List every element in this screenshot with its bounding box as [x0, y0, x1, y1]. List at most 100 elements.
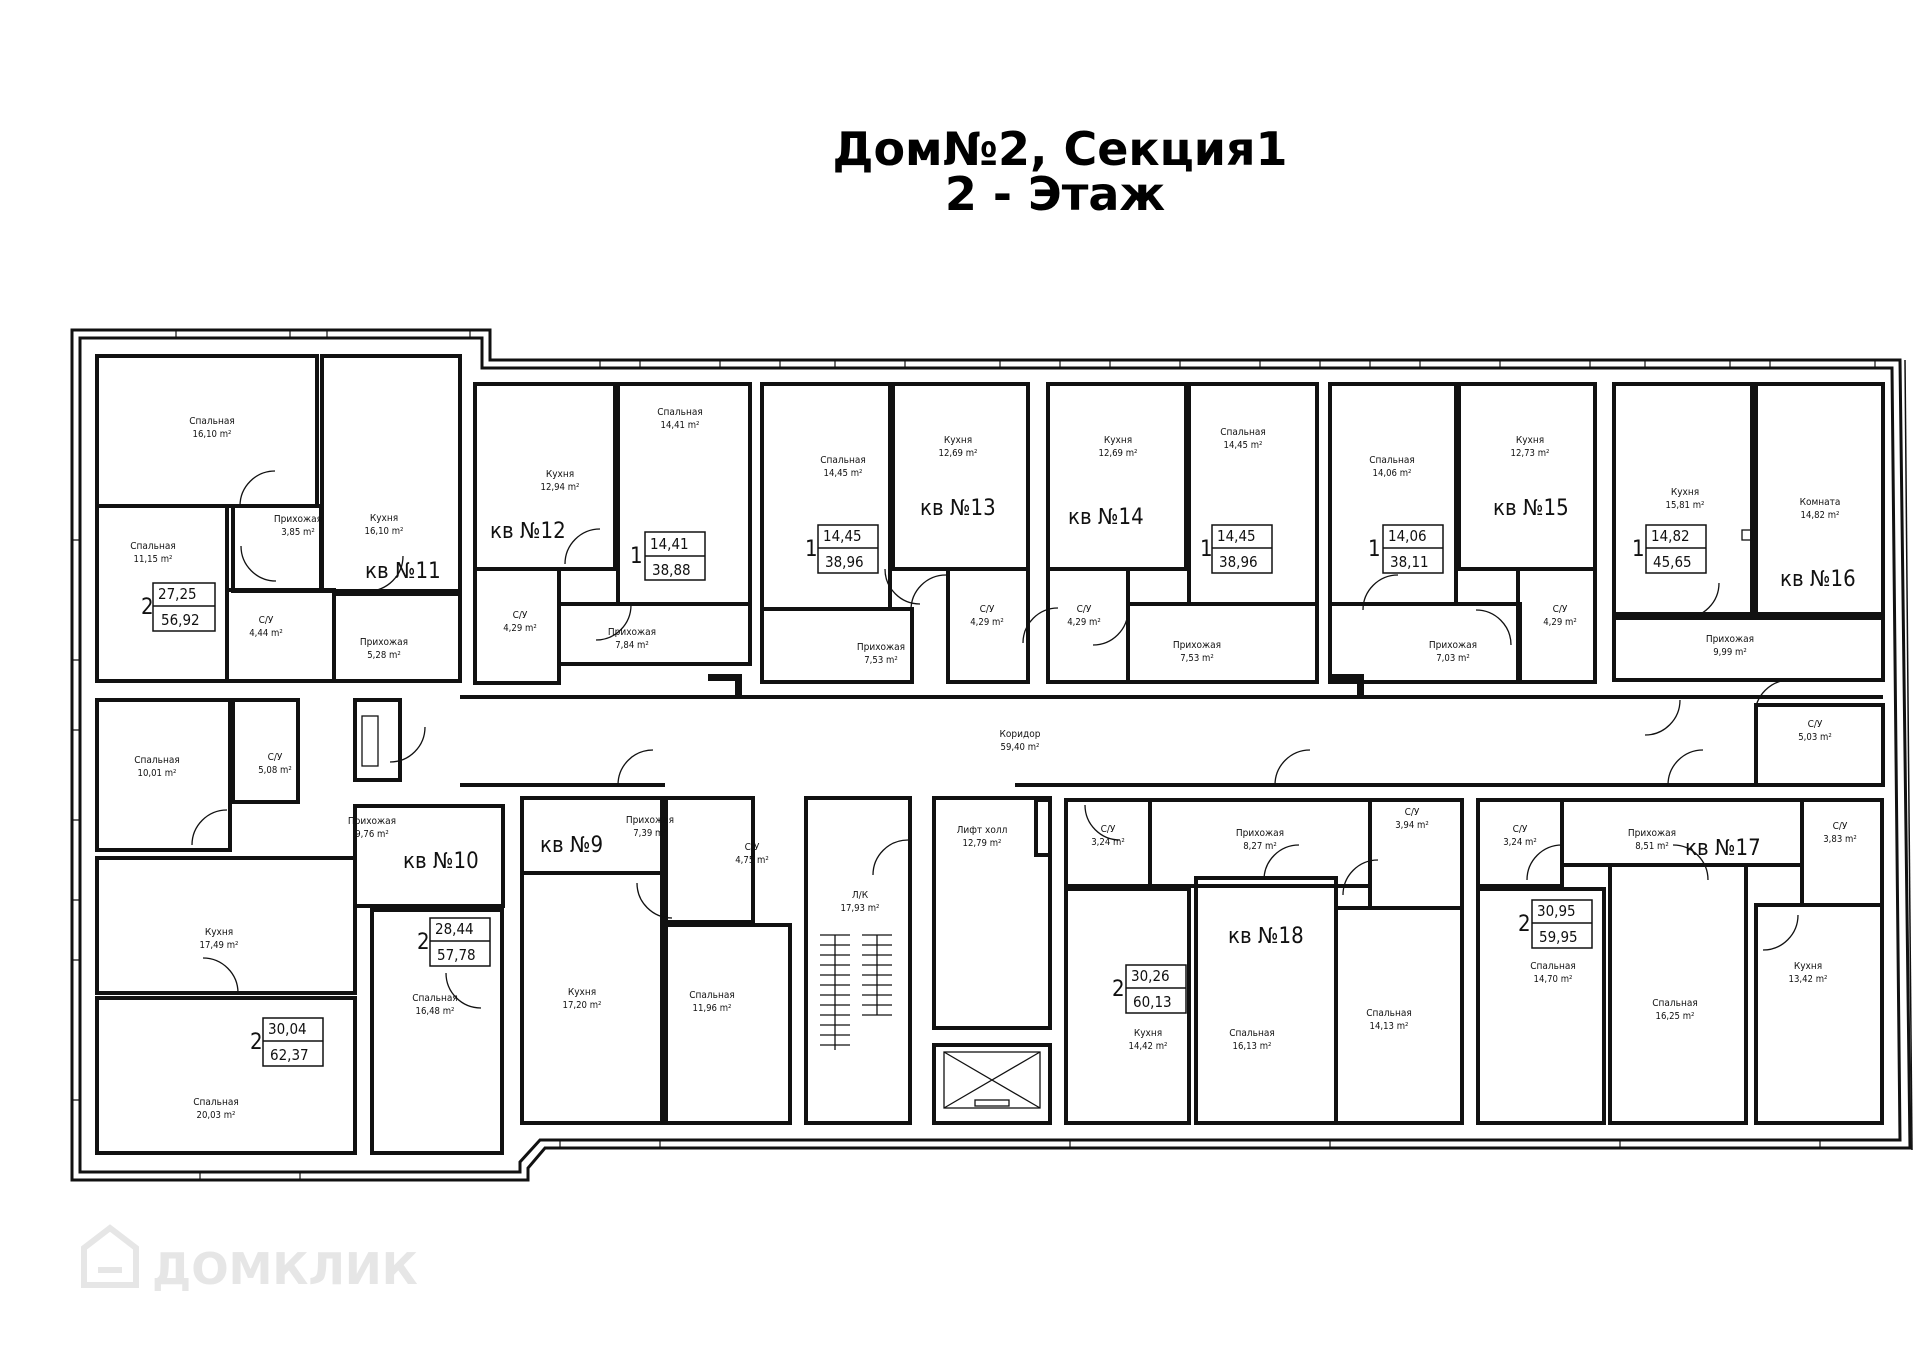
- svg-text:С/У: С/У: [268, 752, 283, 763]
- elevator-shaft: [943, 1051, 1041, 1109]
- svg-text:60,13: 60,13: [1133, 993, 1172, 1011]
- room-label: С/У4,44 m²: [249, 615, 283, 639]
- svg-text:Прихожая: Прихожая: [348, 816, 396, 827]
- column: [361, 715, 379, 767]
- room-label: С/У4,29 m²: [1067, 604, 1101, 628]
- svg-text:12,79 m²: 12,79 m²: [963, 838, 1002, 849]
- room-label: Комната 14,82 m²: [1800, 497, 1841, 521]
- svg-text:Прихожая: Прихожая: [1706, 634, 1754, 645]
- room-label: С/У 5,08 m²: [258, 752, 292, 776]
- room-label: С/У 4,75 m²: [735, 842, 769, 866]
- room-label: С/У3,83 m²: [1823, 821, 1857, 845]
- apartment-labels: кв №11 кв №12 кв №13 кв №14 кв №15 кв №1…: [365, 496, 1856, 949]
- svg-text:14,45 m²: 14,45 m²: [1224, 440, 1263, 451]
- apartment-label: кв №10: [403, 849, 479, 874]
- svg-text:С/У: С/У: [745, 842, 760, 853]
- apartment-label: кв №16: [1780, 567, 1856, 592]
- apartment-label: кв №18: [1228, 924, 1304, 949]
- svg-text:С/У: С/У: [1077, 604, 1092, 615]
- svg-text:10,01 m²: 10,01 m²: [138, 768, 177, 779]
- svg-text:2: 2: [1112, 977, 1125, 1002]
- svg-text:7,53 m²: 7,53 m²: [864, 655, 898, 666]
- ventilation-shafts: [708, 674, 1364, 696]
- plan-title: Дом№2, Секция1: [832, 122, 1287, 176]
- svg-text:Спальная: Спальная: [657, 407, 703, 418]
- svg-text:7,53 m²: 7,53 m²: [1180, 653, 1214, 664]
- svg-text:56,92: 56,92: [161, 611, 200, 629]
- svg-text:14,06: 14,06: [1388, 527, 1427, 545]
- stairs: [820, 934, 892, 1050]
- svg-text:Лифт холл: Лифт холл: [957, 825, 1008, 836]
- svg-text:Кухня: Кухня: [370, 513, 398, 524]
- svg-text:16,10 m²: 16,10 m²: [365, 526, 404, 537]
- apartment-label: кв №15: [1493, 496, 1569, 521]
- svg-text:14,82: 14,82: [1651, 527, 1690, 545]
- room-label: С/У3,94 m²: [1395, 807, 1429, 831]
- svg-text:12,73 m²: 12,73 m²: [1511, 448, 1550, 459]
- svg-text:С/У: С/У: [1553, 604, 1568, 615]
- svg-text:9,99 m²: 9,99 m²: [1713, 647, 1747, 658]
- svg-text:59,95: 59,95: [1539, 928, 1578, 946]
- svg-text:С/У: С/У: [1101, 824, 1116, 835]
- svg-text:Спальная: Спальная: [1366, 1008, 1412, 1019]
- room-label: Кухня 17,20 m²: [563, 987, 602, 1011]
- svg-text:14,82 m²: 14,82 m²: [1801, 510, 1840, 521]
- svg-text:30,95: 30,95: [1537, 902, 1576, 920]
- floor-label: 2 - Этаж: [945, 167, 1166, 221]
- svg-text:3,24 m²: 3,24 m²: [1091, 837, 1125, 848]
- svg-text:Комната: Комната: [1800, 497, 1841, 508]
- svg-text:16,13 m²: 16,13 m²: [1233, 1041, 1272, 1052]
- svg-text:11,15 m²: 11,15 m²: [134, 554, 173, 565]
- room-label: С/У3,24 m²: [1503, 824, 1537, 848]
- svg-text:14,41 m²: 14,41 m²: [661, 420, 700, 431]
- svg-text:Прихожая: Прихожая: [1236, 828, 1284, 839]
- apartment-label: кв №12: [490, 519, 566, 544]
- svg-text:С/У: С/У: [513, 610, 528, 621]
- svg-text:14,45 m²: 14,45 m²: [824, 468, 863, 479]
- svg-text:14,45: 14,45: [1217, 527, 1256, 545]
- svg-text:15,81 m²: 15,81 m²: [1666, 500, 1705, 511]
- svg-text:4,75 m²: 4,75 m²: [735, 855, 769, 866]
- svg-text:Прихожая: Прихожая: [360, 637, 408, 648]
- svg-text:62,37: 62,37: [270, 1046, 309, 1064]
- svg-text:Кухня: Кухня: [568, 987, 596, 998]
- apartment-label: кв №13: [920, 496, 996, 521]
- svg-text:57,78: 57,78: [437, 946, 476, 964]
- svg-text:16,10 m²: 16,10 m²: [193, 429, 232, 440]
- apartment-label: кв №11: [365, 559, 441, 584]
- svg-text:Прихожая: Прихожая: [274, 514, 322, 525]
- svg-text:Кухня: Кухня: [1104, 435, 1132, 446]
- svg-text:С/У: С/У: [1405, 807, 1420, 818]
- svg-text:3,83 m²: 3,83 m²: [1823, 834, 1857, 845]
- windows: [72, 330, 1876, 1180]
- svg-text:17,20 m²: 17,20 m²: [563, 1000, 602, 1011]
- svg-text:5,08 m²: 5,08 m²: [258, 765, 292, 776]
- svg-text:1: 1: [805, 537, 818, 562]
- svg-text:Прихожая: Прихожая: [608, 627, 656, 638]
- svg-text:2: 2: [417, 930, 430, 955]
- svg-text:Л/К: Л/К: [852, 890, 869, 901]
- svg-text:Спальная: Спальная: [1652, 998, 1698, 1009]
